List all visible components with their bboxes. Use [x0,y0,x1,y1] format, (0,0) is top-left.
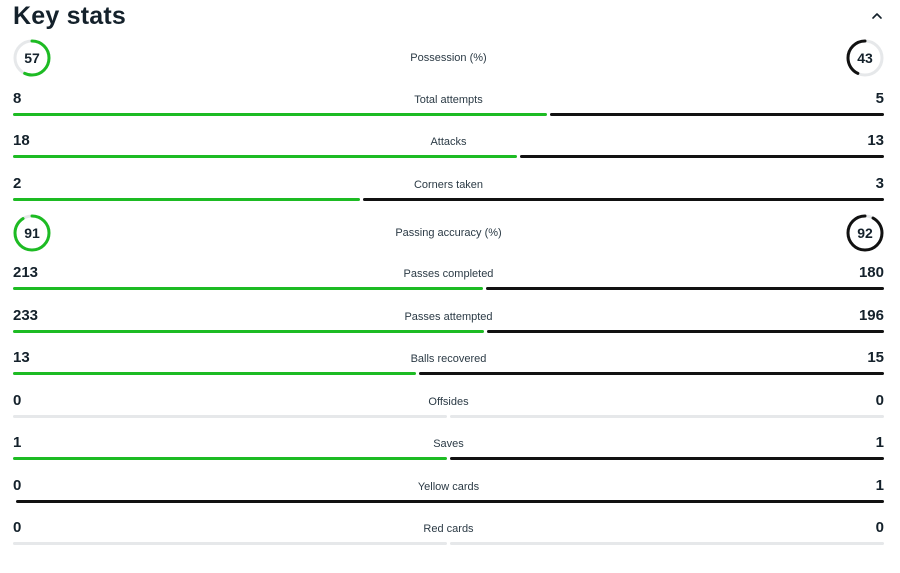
home-value: 0 [13,392,22,409]
stat-label: Passes attempted [404,311,493,323]
stat-label: Red cards [423,523,474,535]
home-bar [13,372,416,375]
home-value: 0 [13,477,22,494]
away-value: 13 [867,132,884,149]
home-bar [13,542,447,545]
away-bar [363,198,884,201]
home-ring-arc [13,39,51,77]
home-bar [13,198,361,201]
stat-label: Yellow cards [417,481,480,493]
away-bar [450,457,884,460]
key-stats-header: Key stats [13,2,887,34]
stat-label: Possession (%) [410,52,487,64]
stat-row-offsides: 0 Offsides 0 [13,392,884,432]
stat-row-passing-accuracy: 91 Passing accuracy (%) 92 [13,214,884,254]
home-bar [13,155,517,158]
away-ring-arc [846,214,884,252]
home-value: 57 [24,50,40,66]
away-bar [520,155,884,158]
home-ring: 91 [13,214,51,252]
stat-row-saves: 1 Saves 1 [13,434,884,474]
away-bar [419,372,884,375]
home-value: 91 [24,225,40,241]
away-value: 1 [875,477,884,494]
away-value: 180 [858,264,884,281]
stat-label: Total attempts [414,94,483,106]
stat-row-yellow-cards: 0 Yellow cards 1 [13,477,884,517]
away-bar [450,542,884,545]
home-value: 1 [13,434,22,451]
home-bar [13,287,484,290]
home-bar [13,415,447,418]
away-value: 3 [875,175,884,192]
home-value: 233 [13,307,39,324]
stat-row-possession: 57 Possession (%) 43 [13,39,884,79]
stat-label: Balls recovered [410,353,487,365]
home-value: 13 [13,349,30,366]
home-ring: 57 [13,39,51,77]
away-value: 5 [875,90,884,107]
home-bar [13,113,548,116]
home-ring-arc [13,214,51,252]
stat-label: Corners taken [413,179,484,191]
section-title: Key stats [13,2,126,30]
away-ring: 92 [846,214,884,252]
chevron-up-icon[interactable] [869,8,885,24]
home-value: 8 [13,90,22,107]
stat-label: Passes completed [403,268,494,280]
away-bar [486,287,884,290]
home-bar [13,457,447,460]
away-value: 43 [857,50,873,66]
home-value: 213 [13,264,39,281]
away-bar [450,415,884,418]
stat-row-attacks: 18 Attacks 13 [13,132,884,172]
stat-label: Attacks [430,136,467,148]
home-value: 0 [13,519,22,536]
stat-label: Passing accuracy (%) [395,227,502,239]
away-ring-arc [846,39,884,77]
stat-row-red-cards: 0 Red cards 0 [13,519,884,559]
away-value: 15 [867,349,884,366]
home-value: 2 [13,175,22,192]
away-value: 0 [875,392,884,409]
stat-label: Saves [433,438,464,450]
stat-row-passes-completed: 213 Passes completed 180 [13,264,884,304]
away-ring: 43 [846,39,884,77]
away-value: 196 [858,307,884,324]
away-value: 92 [857,225,873,241]
away-value: 1 [875,434,884,451]
stat-label: Offsides [428,396,469,408]
stat-row-passes-attempted: 233 Passes attempted 196 [13,307,884,347]
stat-row-corners: 2 Corners taken 3 [13,175,884,215]
home-value: 18 [13,132,30,149]
away-bar [487,330,884,333]
stat-row-total-attempts: 8 Total attempts 5 [13,90,884,130]
away-value: 0 [875,519,884,536]
away-bar [550,113,884,116]
away-bar [16,500,884,503]
home-bar [13,330,485,333]
stat-row-balls-recovered: 13 Balls recovered 15 [13,349,884,389]
